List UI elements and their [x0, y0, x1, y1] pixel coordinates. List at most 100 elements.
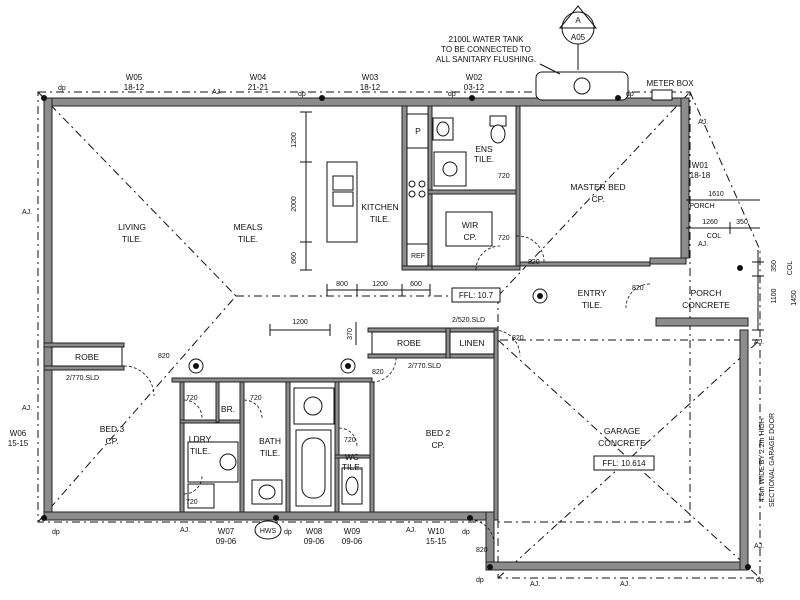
dim-600-h: 600 — [410, 281, 422, 288]
room-garage-finish: CONCRETE — [598, 438, 646, 448]
window-w04-id: W04 — [250, 73, 267, 82]
dim-1610: 1610 — [708, 191, 724, 198]
window-w06-id: W06 — [10, 429, 27, 438]
room-bed3-finish: CP. — [105, 436, 118, 446]
room-wc-finish: TILE. — [342, 462, 362, 472]
room-porch-finish: CONCRETE — [682, 300, 730, 310]
aj-label: AJ. — [620, 581, 630, 588]
meter-box-label: METER BOX — [646, 79, 694, 88]
room-ensuite-finish: TILE. — [474, 154, 494, 164]
garage-door-line1: 4.8m WIDE BY 2.2m HIGH — [759, 418, 766, 502]
door-bed3-size: 820 — [158, 353, 170, 360]
dim-2000-v: 2000 — [291, 196, 298, 212]
hws-label: HWS — [260, 528, 277, 535]
downpipe-label: dp — [448, 91, 456, 98]
sliding-door-linen: 2/520.SLD — [452, 317, 485, 324]
dim-350-v: 350 — [771, 260, 778, 272]
ffl-garage-box — [593, 455, 655, 471]
internal-walls — [43, 105, 651, 521]
room-living-finish: TILE. — [122, 234, 142, 244]
door-labels: 720 720 820 820 820 820 820 720 720 720 … — [66, 173, 644, 554]
downpipe-label: dp — [756, 577, 764, 584]
room-wir-name: WIR — [462, 220, 479, 230]
downpipe-label: dp — [462, 529, 470, 536]
downpipe-label: dp — [298, 91, 306, 98]
tank-note-line1: 2100L WATER TANK — [449, 35, 525, 44]
dim-1450: 1450 — [791, 290, 798, 306]
door-ext-size: 820 — [476, 547, 488, 554]
aj-label: AJ. — [212, 89, 222, 96]
section-marker: A A05 — [558, 5, 598, 70]
robe-label-2: ROBE — [397, 338, 421, 348]
downpipe-label: dp — [284, 529, 292, 536]
washer-icon — [187, 483, 215, 509]
window-tags: W05 18-12 W04 21-21 W03 18-12 W02 03-12 … — [8, 73, 711, 546]
aj-label: AJ. — [22, 209, 32, 216]
ffl-house-box — [451, 287, 501, 303]
room-wc-name: WC — [345, 452, 359, 462]
tank-note-line3: ALL SANITARY FLUSHING. — [436, 55, 536, 64]
dim-1200-h: 1200 — [372, 281, 388, 288]
dim-1200-v: 1200 — [291, 132, 298, 148]
window-w02-size: 03-12 — [464, 83, 485, 92]
dimension-lines — [269, 111, 764, 345]
fixtures — [51, 71, 673, 509]
window-w01-size: 18-18 — [690, 171, 711, 180]
aj-label: AJ. — [22, 405, 32, 412]
window-w08-size: 09-06 — [304, 537, 325, 546]
garage-door-note: 4.8m WIDE BY 2.2m HIGH SECTIONAL GARAGE … — [759, 413, 776, 507]
window-w04-size: 21-21 — [248, 83, 269, 92]
room-ldry-name: LDRY — [189, 434, 212, 444]
site-markers: dp dp dp dp dp dp dp dp dp AJ. AJ. AJ. A… — [22, 85, 764, 588]
wir-shelving — [445, 211, 493, 247]
window-w05-id: W05 — [126, 73, 143, 82]
aj-label: AJ. — [698, 241, 708, 248]
dim-660-v: 660 — [291, 252, 298, 264]
room-meals-name: MEALS — [234, 222, 263, 232]
window-w02-id: W02 — [466, 73, 483, 82]
porch-tag: PORCH — [689, 203, 714, 210]
room-bed2-finish: CP. — [431, 440, 444, 450]
downpipe-label: dp — [58, 85, 66, 92]
room-entry-finish: TILE. — [582, 300, 602, 310]
floor-levels: FFL: 10.7 FFL: 10.614 — [451, 287, 655, 471]
dim-800-h: 800 — [336, 281, 348, 288]
window-w03-size: 18-12 — [360, 83, 381, 92]
window-w10-size: 15-15 — [426, 537, 447, 546]
dim-1260: 1260 — [702, 219, 718, 226]
aj-label: AJ. — [754, 543, 764, 550]
room-ref-name: REF — [411, 253, 425, 260]
room-master-finish: CP. — [591, 194, 604, 204]
aj-label: AJ. — [180, 527, 190, 534]
room-ensuite-name: ENS — [475, 144, 493, 154]
window-w01-id: W01 — [692, 161, 709, 170]
room-ldry-finish: TILE. — [190, 446, 210, 456]
hws-marker — [254, 520, 282, 540]
room-labels: LIVING TILE. MEALS TILE. KITCHEN TILE. P… — [75, 126, 730, 540]
aj-label: AJ. — [698, 119, 708, 126]
col-tag: COL — [707, 233, 722, 240]
room-bed2-name: BED 2 — [426, 428, 451, 438]
garage-door-line2: SECTIONAL GARAGE DOOR — [769, 413, 776, 507]
room-porch-name: PORCH — [691, 288, 722, 298]
robe-box-1 — [51, 346, 123, 367]
aj-label: AJ. — [530, 581, 540, 588]
downpipe-label: dp — [626, 91, 634, 98]
kitchen-sink — [332, 175, 354, 191]
cooktop-icon — [408, 180, 416, 188]
door-swings — [123, 235, 651, 545]
sliding-door-bed2: 2/770.SLD — [408, 363, 441, 370]
room-kitchen-finish: TILE. — [370, 214, 390, 224]
col-tag-v: COL — [787, 261, 794, 276]
section-sheet: A05 — [571, 33, 586, 42]
room-bath-finish: TILE. — [260, 448, 280, 458]
sliding-door-bed3: 2/770.SLD — [66, 375, 99, 382]
dim-370: 370 — [347, 328, 354, 340]
room-master-name: MASTER BED — [570, 182, 625, 192]
door-bed2-size: 820 — [372, 369, 384, 376]
ffl-garage-text: FFL: 10.614 — [602, 459, 646, 468]
room-entry-name: ENTRY — [578, 288, 607, 298]
door-porch-size: 820 — [632, 285, 644, 292]
window-w09-size: 09-06 — [342, 537, 363, 546]
door-ens-size: 720 — [498, 173, 510, 180]
